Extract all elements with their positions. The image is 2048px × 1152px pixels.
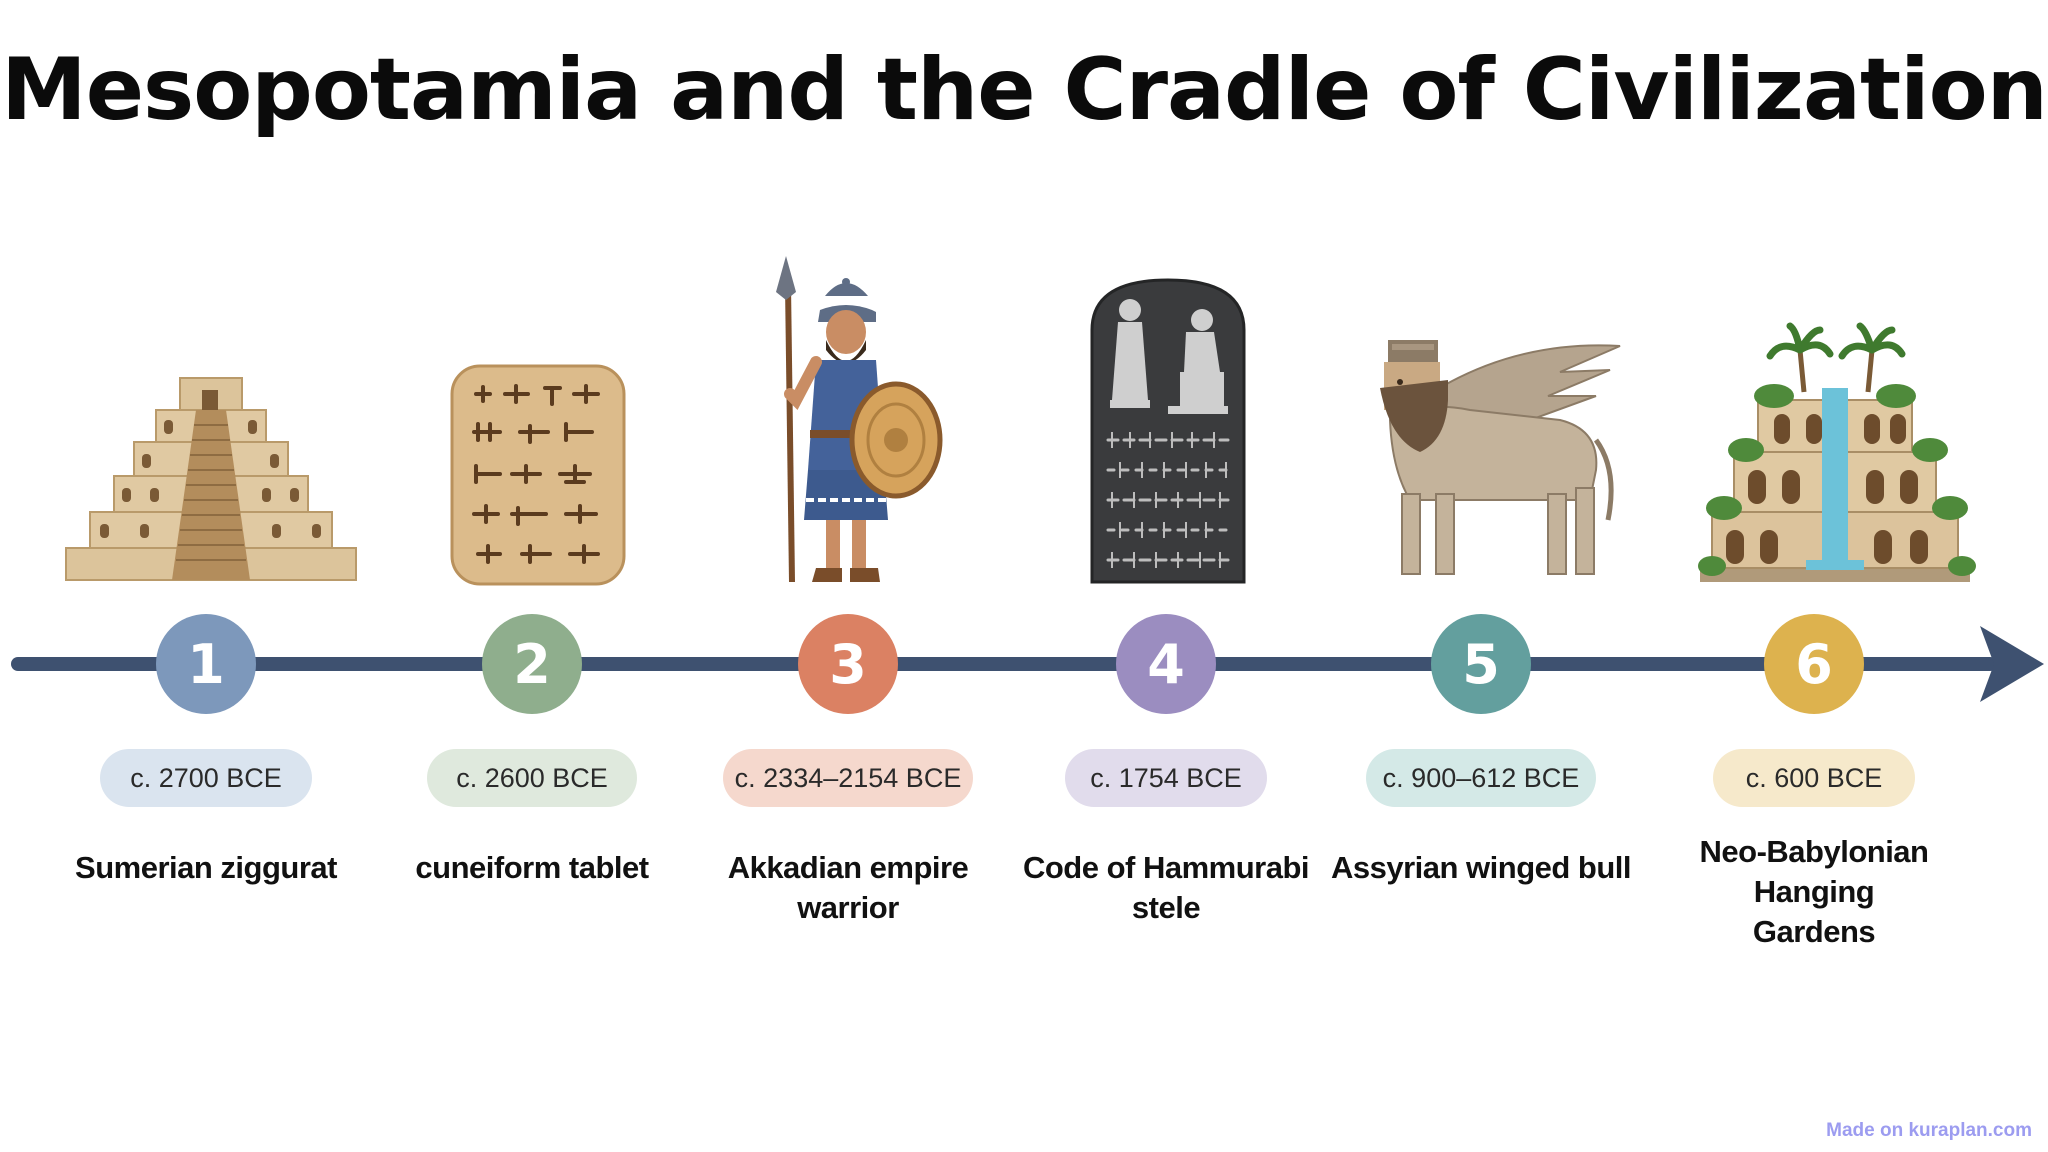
badge-number: 1 (187, 633, 225, 696)
date-pill-1: c. 2700 BCE (100, 749, 312, 807)
badge-circle (1764, 614, 1864, 714)
warrior-icon (776, 256, 943, 583)
badge-circle (798, 614, 898, 714)
event-badge-2: 2 (482, 614, 582, 714)
event-label-4: Code of Hammurabi stele (1022, 850, 1310, 925)
stele-icon (1090, 278, 1246, 584)
event-badge-5: 5 (1431, 614, 1531, 714)
badge-circle (482, 614, 582, 714)
badge-number: 2 (513, 633, 551, 696)
timeline-axis (11, 626, 2044, 702)
event-label-5: Assyrian winged bull (1330, 850, 1632, 885)
arrow-head-icon (1980, 626, 2044, 702)
event-badge-6: 6 (1764, 614, 1864, 714)
badge-circle (1431, 614, 1531, 714)
date-pill-3: c. 2334–2154 BCE (723, 749, 973, 807)
ziggurat-icon (65, 377, 357, 581)
badge-number: 6 (1795, 633, 1833, 696)
event-badge-4: 4 (1116, 614, 1216, 714)
event-label-1: Sumerian ziggurat (75, 850, 337, 885)
badge-number: 5 (1462, 633, 1500, 696)
footer-credit: Made on kuraplan.com (1826, 1120, 2032, 1141)
badge-number: 4 (1147, 633, 1185, 696)
date-pill-6: c. 600 BCE (1713, 749, 1915, 807)
date-pill-4: c. 1754 BCE (1065, 749, 1267, 807)
badge-circle (1116, 614, 1216, 714)
timeline-badges: 1 2 3 4 5 6 (156, 614, 1864, 714)
cuneiform-tablet-icon (450, 364, 626, 586)
hanging-gardens-icon (1698, 322, 1976, 582)
event-badge-1: 1 (156, 614, 256, 714)
event-label-6: Neo-Babylonian Hanging Gardens (1699, 834, 1929, 949)
badge-number: 3 (829, 633, 867, 696)
winged-bull-icon (1380, 340, 1621, 575)
date-pill-5: c. 900–612 BCE (1366, 749, 1596, 807)
event-badge-3: 3 (798, 614, 898, 714)
event-label-3: Akkadian empire warrior (727, 850, 969, 925)
page-title: Mesopotamia and the Cradle of Civilizati… (1, 40, 2048, 140)
badge-circle (156, 614, 256, 714)
date-pill-2: c. 2600 BCE (427, 749, 637, 807)
event-label-2: cuneiform tablet (415, 850, 649, 885)
